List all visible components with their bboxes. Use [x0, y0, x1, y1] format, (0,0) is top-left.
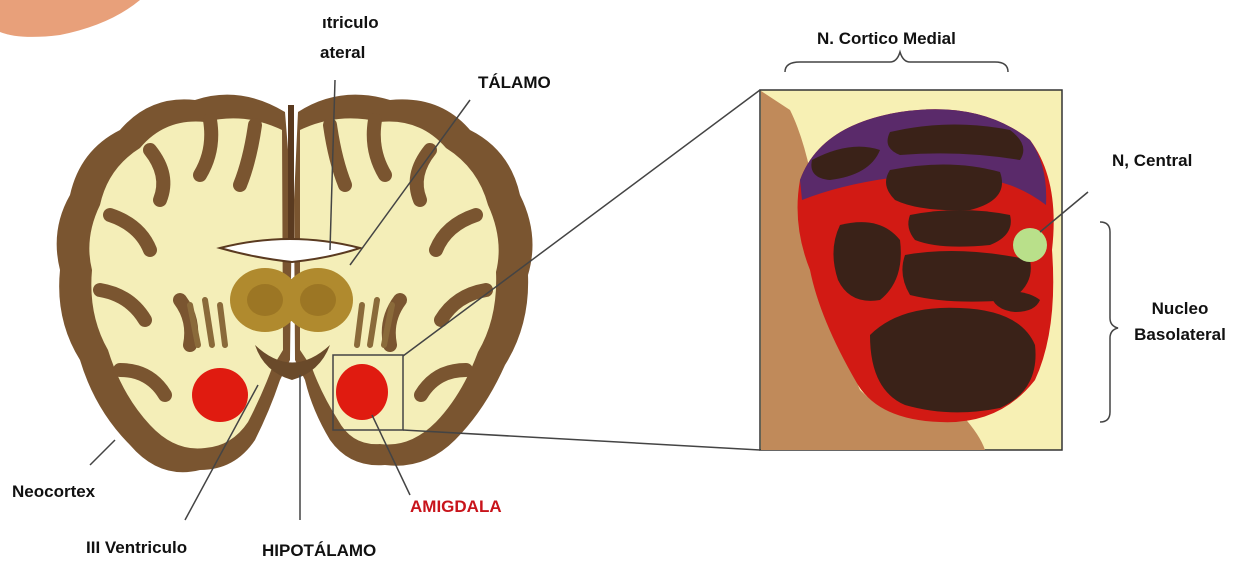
label-ventricle-line2: ateral	[320, 42, 365, 63]
label-amigdala: AMIGDALA	[410, 496, 502, 517]
cortico-medial-bracket	[785, 52, 1008, 72]
right-amygdala	[336, 364, 388, 420]
label-neocortex: Neocortex	[12, 481, 95, 502]
left-thalamus-core	[247, 284, 283, 316]
label-basolateral-line1: Nucleo	[1130, 298, 1230, 319]
basolateral-bracket	[1100, 222, 1118, 422]
zoom-panel	[760, 90, 1062, 450]
zoom-line-bottom	[403, 430, 760, 450]
label-hipotalamo: HIPOTÁLAMO	[262, 540, 376, 561]
label-iii-ventriculo: III Ventriculo	[86, 537, 187, 558]
hand-fragment	[0, 0, 140, 37]
label-cortico-medial: N. Cortico Medial	[817, 28, 956, 49]
label-central: N, Central	[1112, 150, 1192, 171]
right-thalamus-core	[300, 284, 336, 316]
neocortex-pointer	[90, 440, 115, 465]
label-talamo: TÁLAMO	[478, 72, 551, 93]
label-ventricle-line1: ıtriculo	[322, 12, 379, 33]
label-basolateral-line2: Basolateral	[1130, 324, 1230, 345]
central-nucleus	[1013, 228, 1047, 262]
brain-section	[57, 95, 533, 473]
left-amygdala	[192, 368, 248, 422]
